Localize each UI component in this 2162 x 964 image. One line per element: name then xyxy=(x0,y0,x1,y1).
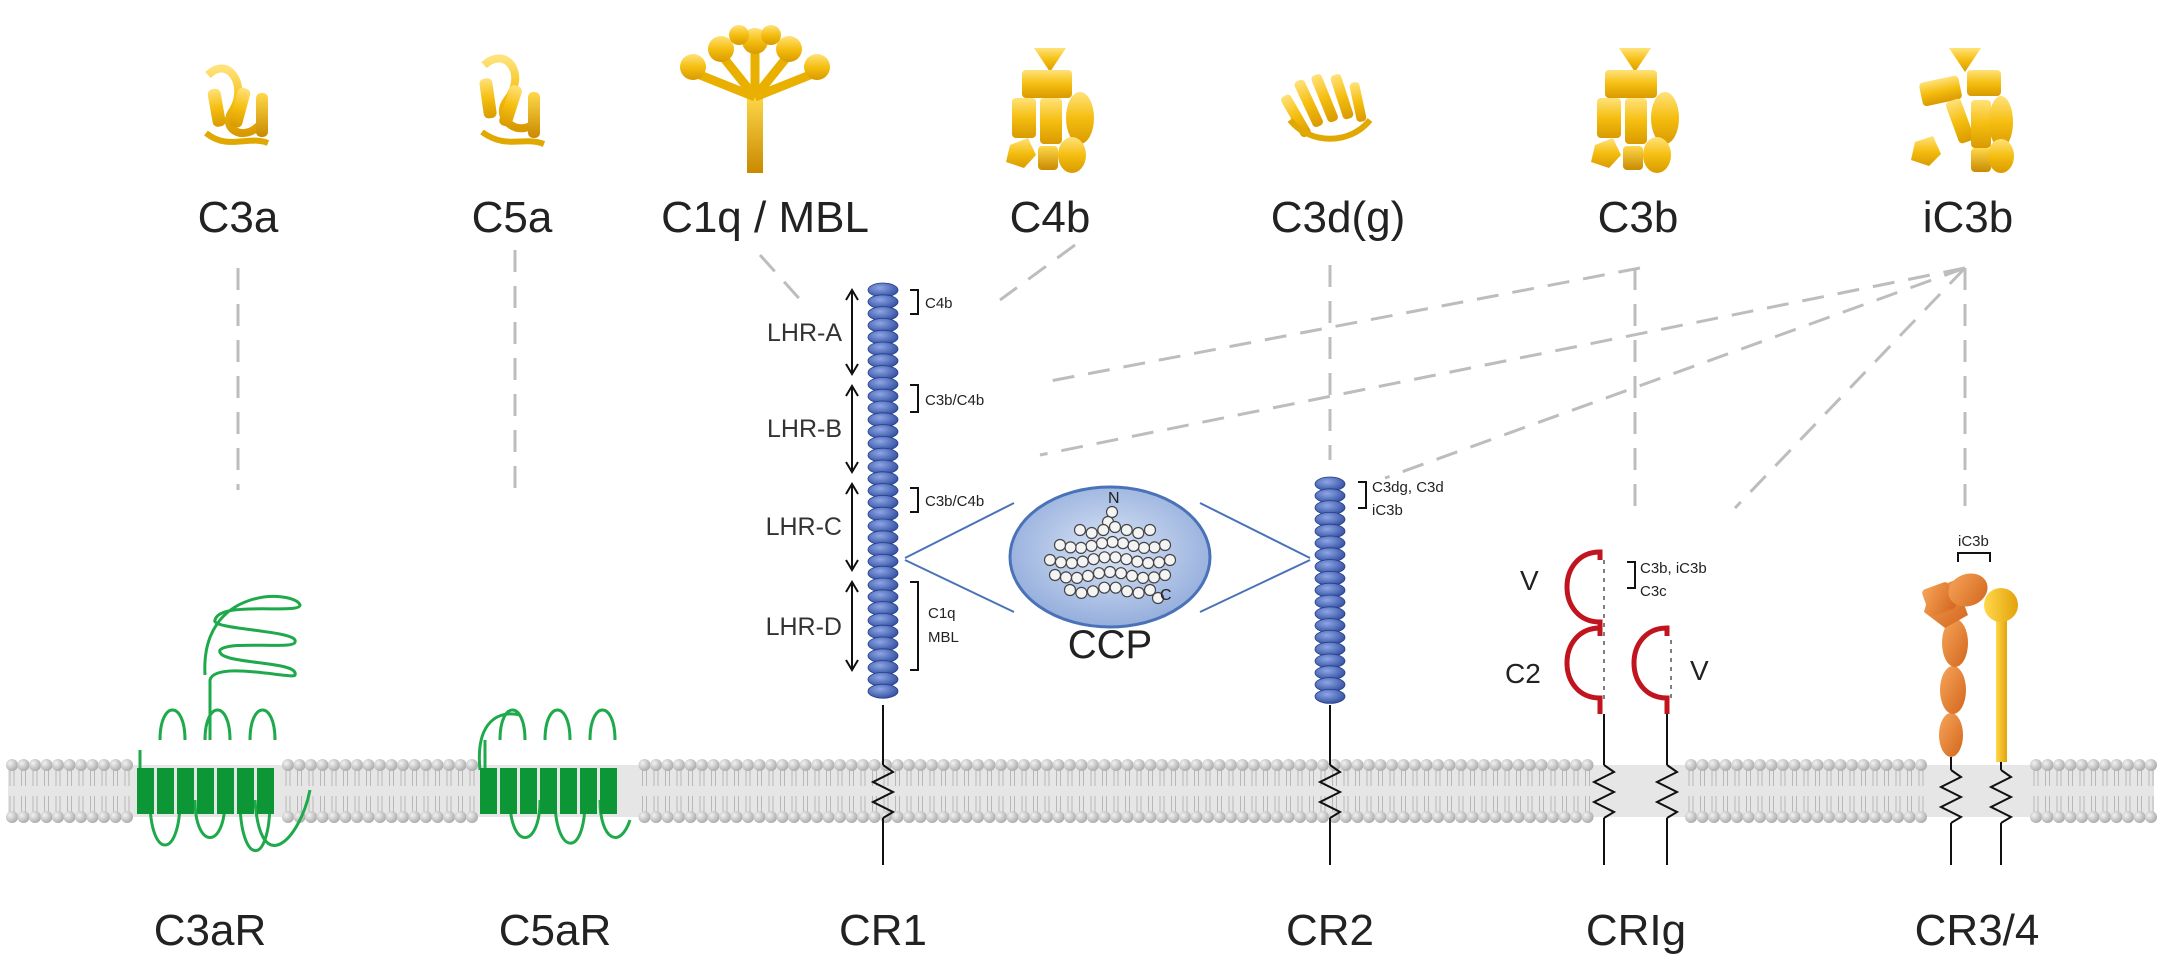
receptor-label-cr1: CR1 xyxy=(839,906,927,955)
ccp-chain-beads xyxy=(1043,505,1177,605)
lhr-b-label: LHR-B xyxy=(767,415,842,443)
ligand-label-c5a: C5a xyxy=(472,193,553,242)
c4b-structure-icon xyxy=(1006,48,1094,173)
interaction-lines xyxy=(236,243,1967,520)
ic3b-structure-icon xyxy=(1911,48,2014,173)
c1q-bouquet-icon xyxy=(680,25,830,173)
cr2-binding-line2: iC3b xyxy=(1372,502,1403,519)
cr1-binding-c3b-c4b-2: C3b/C4b xyxy=(925,493,984,510)
crig-receptor xyxy=(1564,549,1680,865)
receptor-label-cr2: CR2 xyxy=(1286,906,1374,955)
cr34-integrin xyxy=(1922,552,2018,865)
c3a-structure-icon xyxy=(204,64,270,146)
cr34-binding-ic3b: iC3b xyxy=(1958,533,1989,550)
c3dg-structure-icon xyxy=(1281,74,1373,142)
ccp-inset xyxy=(904,485,1311,629)
c3ar-gpcr xyxy=(137,594,312,852)
ligand-label-c1q-mbl: C1q / MBL xyxy=(661,193,869,242)
ligand-label-c3dg: C3d(g) xyxy=(1271,193,1406,242)
cr1-receptor xyxy=(867,282,899,865)
receptor-label-c5ar: C5aR xyxy=(499,906,612,955)
cr1-binding-c3b-c4b-1: C3b/C4b xyxy=(925,392,984,409)
receptor-label-c3ar: C3aR xyxy=(154,906,267,955)
receptor-label-crig: CRIg xyxy=(1586,906,1686,955)
ligand-label-ic3b: iC3b xyxy=(1923,193,2014,242)
lhr-a-label: LHR-A xyxy=(767,319,842,347)
cr1-binding-brackets xyxy=(910,289,919,671)
receptor-label-cr34: CR3/4 xyxy=(1915,906,2040,955)
ccp-n-terminus: N xyxy=(1108,490,1120,507)
lhr-d-label: LHR-D xyxy=(766,613,842,641)
ligand-label-c4b: C4b xyxy=(1010,193,1091,242)
ccp-label: CCP xyxy=(1068,623,1152,667)
crig-binding-line1: C3b, iC3b xyxy=(1640,560,1707,577)
lhr-c-label: LHR-C xyxy=(766,513,842,541)
ligand-label-c3b: C3b xyxy=(1598,193,1679,242)
lhr-arrows xyxy=(845,288,859,672)
ligand-label-c3a: C3a xyxy=(198,193,279,242)
cell-membrane xyxy=(6,759,2157,823)
crig-domain-v2: V xyxy=(1690,655,1709,686)
ccp-c-terminus: C xyxy=(1160,587,1172,604)
crig-binding-line2: C3c xyxy=(1640,583,1667,600)
crig-domain-v1: V xyxy=(1520,565,1539,596)
crig-domain-c2: C2 xyxy=(1505,658,1541,689)
c5a-structure-icon xyxy=(479,54,546,147)
c5ar-gpcr xyxy=(477,708,632,845)
cr1-binding-c1q: C1q xyxy=(928,605,956,622)
cr1-binding-c4b: C4b xyxy=(925,295,953,312)
cr2-binding-line1: C3dg, C3d xyxy=(1372,479,1444,496)
cr1-binding-mbl: MBL xyxy=(928,629,959,646)
c3b-structure-icon xyxy=(1591,48,1679,173)
cr2-receptor xyxy=(1314,476,1367,865)
